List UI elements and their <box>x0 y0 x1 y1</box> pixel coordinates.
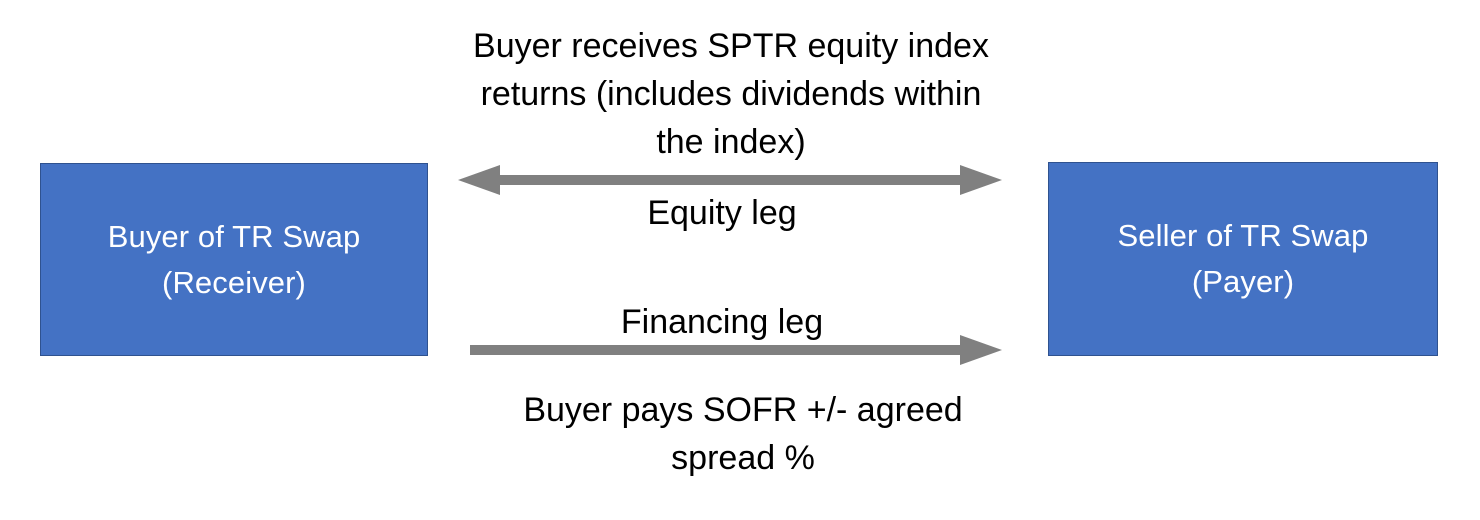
financing-description-line-2: spread % <box>671 439 815 477</box>
financing-leg-right-arrow-icon <box>470 335 1002 365</box>
equity-description-line-2: returns (includes dividends within <box>480 75 982 113</box>
financing-description-line-1: Buyer pays SOFR +/- agreed <box>523 391 963 429</box>
equity-leg-description: Buyer receives SPTR equity index returns… <box>431 22 1031 166</box>
party-buyer-role: Buyer of TR Swap <box>107 218 361 254</box>
party-seller-role: Seller of TR Swap <box>1117 218 1369 253</box>
financing-leg-label: Financing leg <box>620 303 824 341</box>
party-buyer-party: (Receiver) <box>162 264 306 300</box>
financing-leg-description: Buyer pays SOFR +/- agreed spread % <box>443 386 1043 482</box>
equity-leg-double-arrow-icon <box>458 165 1002 195</box>
equity-description-line-3: the index) <box>656 123 806 161</box>
party-box-buyer[interactable]: Buyer of TR Swap (Receiver) <box>40 163 428 356</box>
equity-leg-label: Equity leg <box>647 194 797 232</box>
party-seller-party: (Payer) <box>1191 264 1295 299</box>
equity-description-line-1: Buyer receives SPTR equity index <box>473 27 989 65</box>
party-box-seller[interactable]: Seller of TR Swap (Payer) <box>1048 162 1438 356</box>
